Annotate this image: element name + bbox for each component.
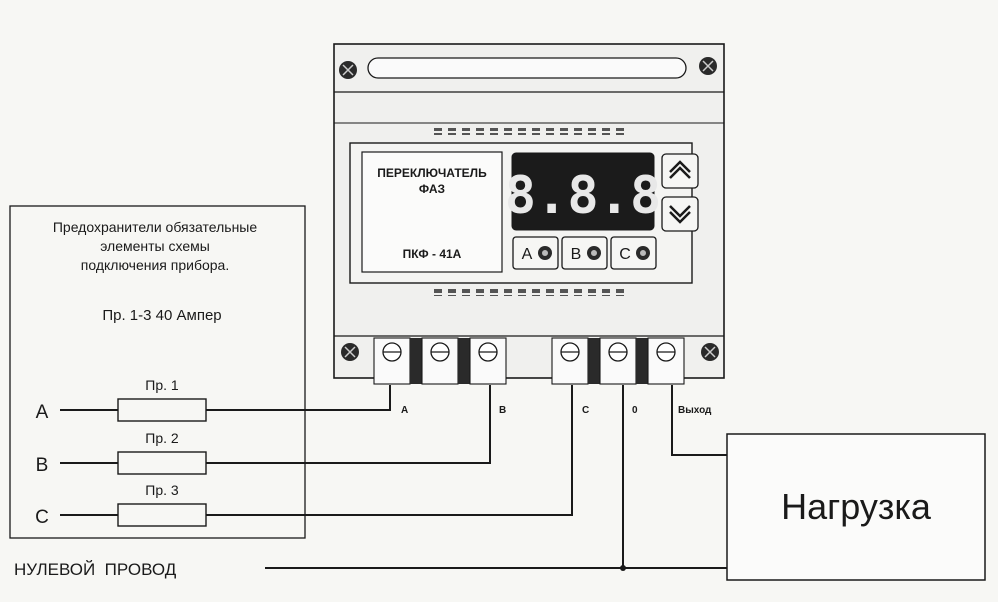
load-label: Нагрузка: [781, 486, 932, 527]
chevron-down-icon: [669, 205, 691, 224]
fuse-note-box: Предохранители обязательные элементы схе…: [9, 205, 306, 539]
terminal-label-output: Выход: [678, 405, 712, 416]
load-box: Нагрузка: [726, 433, 986, 581]
chevron-up-icon: [669, 160, 691, 179]
vents-top: [428, 128, 624, 135]
screw-bottom-right: [701, 343, 719, 361]
phase-label-a: A: [36, 402, 49, 423]
device-title-2: ФАЗ: [419, 182, 445, 196]
up-button[interactable]: [661, 153, 699, 189]
fuse-1-label: Пр. 1: [145, 377, 179, 393]
note-line-3: подключения прибора.: [81, 257, 229, 273]
wire-output: [671, 385, 727, 456]
din-rail-slot: [367, 57, 687, 79]
fuse-3: Пр. 3: [117, 482, 207, 527]
phase-label-b: B: [36, 455, 49, 476]
terminal-label-b: B: [499, 405, 506, 416]
phase-button-b-label: B: [571, 246, 582, 263]
screw-top-right: [699, 57, 717, 75]
wire-phase-a: [60, 385, 391, 411]
neutral-label: НУЛЕВОЙ ПРОВОД: [14, 560, 177, 579]
terminal-label-c: C: [582, 405, 589, 416]
phase-label-c: C: [35, 507, 49, 528]
device-model: ПКФ - 41А: [403, 247, 462, 261]
note-line-1: Предохранители обязательные: [53, 219, 258, 235]
vents-bottom: [428, 289, 624, 296]
phase-button-c-label: C: [619, 246, 631, 263]
fuse-2: Пр. 2: [117, 430, 207, 475]
phase-wires: [60, 385, 727, 569]
wire-phase-c: [60, 385, 573, 516]
fuse-3-label: Пр. 3: [145, 482, 179, 498]
wire-phase-b: [60, 385, 491, 464]
fuse-spec: Пр. 1-3 40 Ампер: [102, 307, 221, 324]
phase-button-b[interactable]: B: [561, 236, 608, 270]
display-digits: 8.8.8: [505, 166, 662, 226]
led-display: [511, 152, 655, 231]
down-button[interactable]: [661, 196, 699, 232]
terminal-label-zero: 0: [632, 405, 638, 416]
note-line-2: элементы схемы: [100, 238, 210, 254]
screw-bottom-left: [341, 343, 359, 361]
screw-top-left: [339, 61, 357, 79]
terminal-block: [373, 337, 685, 385]
fuse-2-label: Пр. 2: [145, 430, 179, 446]
phase-switch-device: ПЕРЕКЛЮЧАТЕЛЬ ФАЗ ПКФ - 41А 8.8.8 A B C: [333, 43, 725, 416]
neutral-junction: [620, 565, 626, 571]
terminal-label-a: A: [401, 405, 408, 416]
device-title-1: ПЕРЕКЛЮЧАТЕЛЬ: [377, 166, 487, 180]
phase-button-a-label: A: [522, 246, 533, 263]
phase-button-c[interactable]: C: [610, 236, 657, 270]
label-plate: [361, 151, 503, 273]
fuse-1: Пр. 1: [117, 377, 207, 422]
phase-button-a[interactable]: A: [512, 236, 559, 270]
